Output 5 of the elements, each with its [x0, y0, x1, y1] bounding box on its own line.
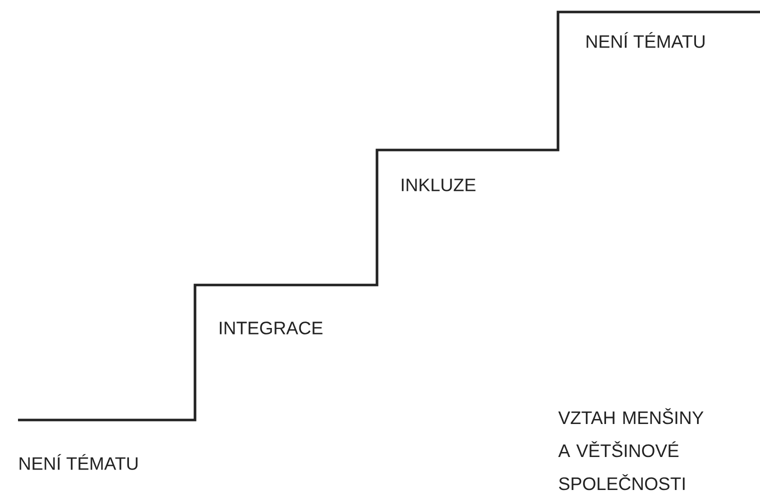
stage-label: INKLUZE [402, 178, 476, 192]
stage-label: INTEGRACE [220, 322, 322, 334]
stage-label: NENÍ TÉMATU [20, 454, 138, 470]
stage-label: VZTAH MENŠINY A VĚTŠINOVÉ SPOLEČNOSTI [558, 408, 704, 490]
stage-label: NENÍ TÉMATU [586, 32, 704, 48]
